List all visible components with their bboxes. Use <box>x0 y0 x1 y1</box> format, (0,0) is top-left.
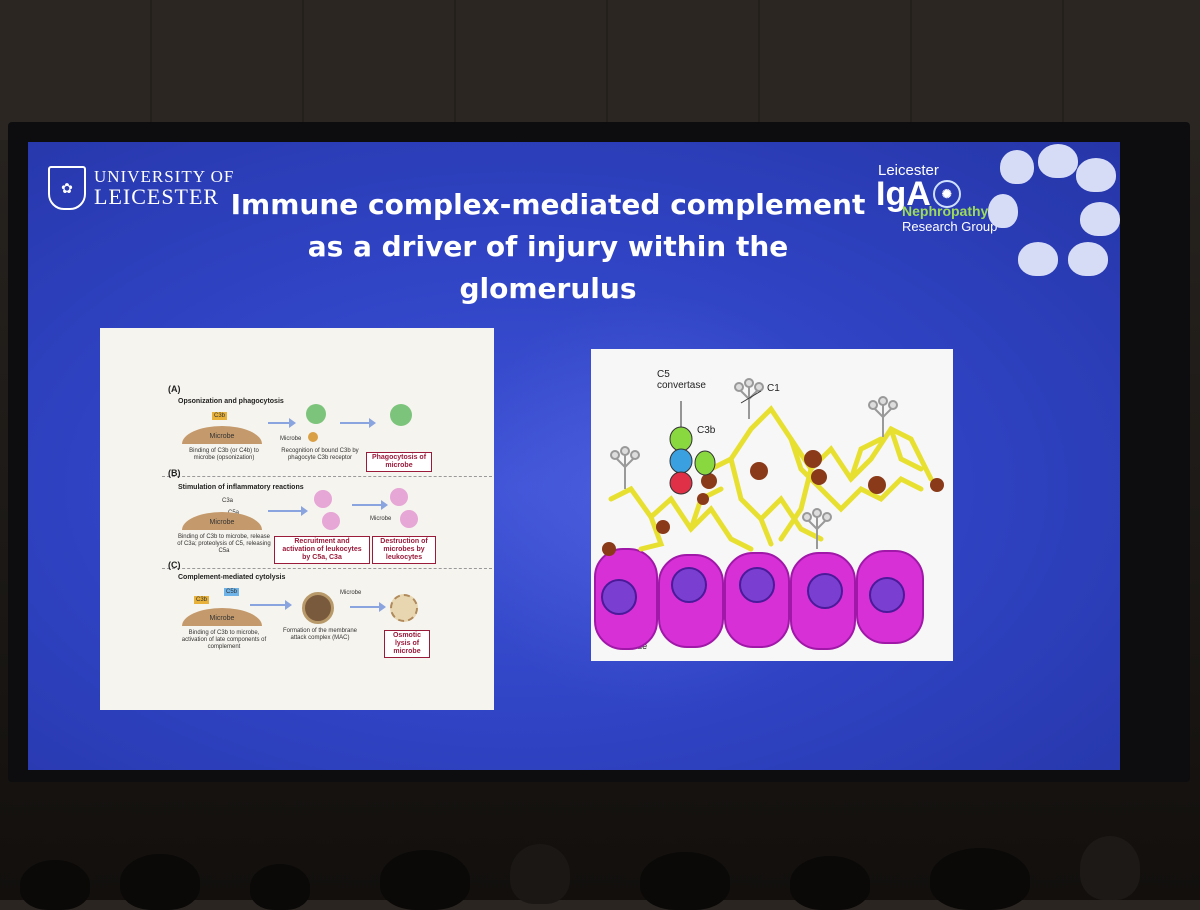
c1-complexes <box>610 378 898 549</box>
audience-head <box>790 856 870 910</box>
arrow-icon <box>250 600 292 610</box>
section-c-caption2: Formation of the membrane attack complex… <box>282 628 358 641</box>
complement-deposits <box>602 450 944 556</box>
microbe-label: Microbe <box>370 516 392 522</box>
microbe-label: Microbe <box>340 590 362 596</box>
section-divider <box>162 568 492 569</box>
presentation-slide: ✿ UNIVERSITY OF LEICESTER Immune complex… <box>28 142 1120 770</box>
complement-functions-figure: (A) Opsonization and phagocytosis C3b Mi… <box>100 328 494 710</box>
section-a-caption2: Recognition of bound C3b by phagocyte C3… <box>281 448 359 461</box>
leukocyte-icon <box>400 510 418 528</box>
group-logo-top: Leicester <box>878 162 939 179</box>
microbe-bar: Microbe <box>182 512 262 530</box>
c3b-label: C3b <box>697 425 716 436</box>
group-logo-bottom: Research Group <box>902 219 998 234</box>
petal-shape <box>1068 242 1108 276</box>
arrow-icon <box>340 418 376 428</box>
petal-shape <box>1076 158 1116 192</box>
audience-head <box>250 864 310 910</box>
section-a-result: Phagocytosis of microbe <box>366 452 432 472</box>
section-b-letter: (B) <box>168 468 181 478</box>
university-logo: ✿ UNIVERSITY OF LEICESTER <box>48 166 234 210</box>
petal-shape <box>988 194 1018 228</box>
section-a-heading: Opsonization and phagocytosis <box>178 398 284 405</box>
section-c-letter: (C) <box>168 560 181 570</box>
slide-title: Immune complex-mediated complement as a … <box>218 184 878 310</box>
title-line1: Immune complex-mediated complement <box>230 188 866 221</box>
group-logo-sub: Nephropathy <box>902 203 989 219</box>
research-group-logo: Leicester IgA ✺ Nephropathy Research Gro… <box>876 162 997 234</box>
audience-head <box>20 860 90 910</box>
microbe-bar: Microbe <box>182 608 262 626</box>
microbe-bar: Microbe <box>182 426 262 444</box>
kidney-flower-icon: ✺ <box>932 180 961 208</box>
leukocyte-icon <box>390 488 408 506</box>
section-b-result1: Recruitment and activation of leukocytes… <box>274 536 370 564</box>
petal-shape <box>1080 202 1120 236</box>
section-c-heading: Complement-mediated cytolysis <box>178 574 286 581</box>
lysed-microbe-icon <box>390 594 418 622</box>
arrow-icon <box>268 506 308 516</box>
audience-head <box>120 854 200 910</box>
audience-head <box>640 852 730 910</box>
section-b-caption1: Binding of C3b to microbe, release of C3… <box>177 534 271 554</box>
c5b-label: C5b <box>224 588 240 596</box>
university-line2: LEICESTER <box>94 184 220 210</box>
audience-head <box>930 848 1030 910</box>
section-b-heading: Stimulation of inflammatory reactions <box>178 484 304 491</box>
group-logo-main: IgA <box>876 175 931 213</box>
c3b-label: C3b <box>194 596 210 604</box>
microbe-icon <box>308 432 318 442</box>
crest-icon: ✿ <box>48 166 86 210</box>
room-wall <box>0 0 1200 140</box>
c5-convertase-stack <box>669 390 762 495</box>
petal-decoration <box>988 142 1120 282</box>
arrow-icon <box>350 602 386 612</box>
c5-convertase-label: C5 convertase <box>657 369 706 391</box>
university-line1: UNIVERSITY OF <box>94 166 235 186</box>
audience-head <box>380 850 470 910</box>
section-divider <box>162 476 492 477</box>
audience-head <box>1080 836 1140 900</box>
antibody-lattice <box>608 405 934 552</box>
leukocyte-icon <box>322 512 340 530</box>
leukocyte-icon <box>314 490 332 508</box>
c1-label: C1 <box>767 383 780 394</box>
phagocyte-cell-icon <box>306 404 326 424</box>
title-line2: as a driver of injury within the glomeru… <box>307 230 789 305</box>
section-b-result2: Destruction of microbes by leukocytes <box>372 536 436 564</box>
section-c-caption1: Binding of C3b to microbe, activation of… <box>181 630 267 650</box>
phagocyte-cell-icon <box>390 404 412 426</box>
tissue-cells <box>594 548 924 650</box>
c3a-label: C3a <box>222 498 234 504</box>
section-a-letter: (A) <box>168 384 181 394</box>
glomerular-complement-diagram: C5 convertase C1 C3b Tissue <box>591 349 953 661</box>
petal-shape <box>1038 144 1078 178</box>
mac-microbe-icon <box>302 592 334 624</box>
petal-shape <box>1018 242 1058 276</box>
arrow-icon <box>352 500 388 510</box>
c3b-label: C3b <box>212 412 228 420</box>
petal-shape <box>1000 150 1034 184</box>
section-a-caption1: Binding of C3b (or C4b) to microbe (opso… <box>189 448 259 461</box>
microbe-label: Microbe <box>280 436 302 442</box>
immune-complex-svg <box>594 378 944 650</box>
audience-head <box>510 844 570 904</box>
audience-heads <box>0 830 1200 910</box>
section-c-result: Osmotic lysis of microbe <box>384 630 430 658</box>
arrow-icon <box>268 418 296 428</box>
